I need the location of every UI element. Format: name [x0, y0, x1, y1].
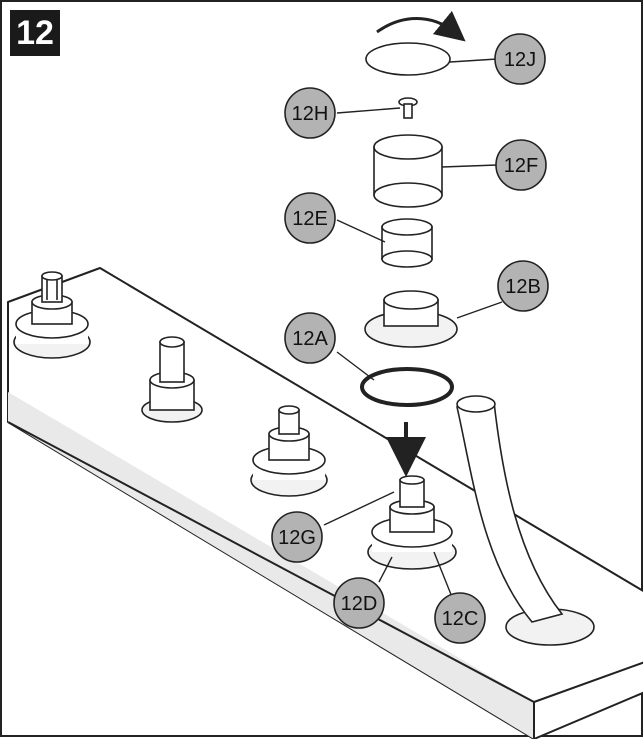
exploded-parts [360, 42, 458, 407]
svg-text:12D: 12D [341, 593, 378, 615]
gasket-12A [360, 367, 454, 407]
svg-text:12E: 12E [292, 208, 328, 230]
callout-12A: 12A [284, 312, 336, 364]
leader-lines [323, 58, 503, 603]
sleeve-12F [373, 134, 443, 208]
callout-12G: 12G [271, 511, 323, 563]
callout-12H: 12H [284, 87, 336, 139]
flexible-hose [456, 395, 595, 646]
escutcheon-12B [364, 290, 458, 348]
right-valve [250, 405, 328, 497]
svg-text:12C: 12C [442, 608, 479, 630]
rotation-arrow-icon [376, 10, 466, 42]
step-number-badge: 12 [10, 10, 60, 56]
svg-text:12H: 12H [292, 103, 329, 125]
callout-12B: 12B [497, 260, 549, 312]
svg-text:12A: 12A [292, 328, 328, 350]
callout-12C: 12C [434, 592, 486, 644]
callout-12F: 12F [495, 139, 547, 191]
nut-12E [381, 218, 433, 268]
deck-front-face [8, 392, 534, 739]
svg-text:12J: 12J [504, 49, 536, 71]
left-valve [13, 271, 91, 359]
svg-text:12G: 12G [278, 527, 316, 549]
spout-body [141, 336, 203, 423]
callout-12J: 12J [494, 33, 546, 85]
svg-text:12B: 12B [505, 276, 541, 298]
svg-text:12F: 12F [504, 155, 538, 177]
callout-12D: 12D [333, 577, 385, 629]
callout-12E: 12E [284, 192, 336, 244]
cap-12J [365, 42, 451, 76]
